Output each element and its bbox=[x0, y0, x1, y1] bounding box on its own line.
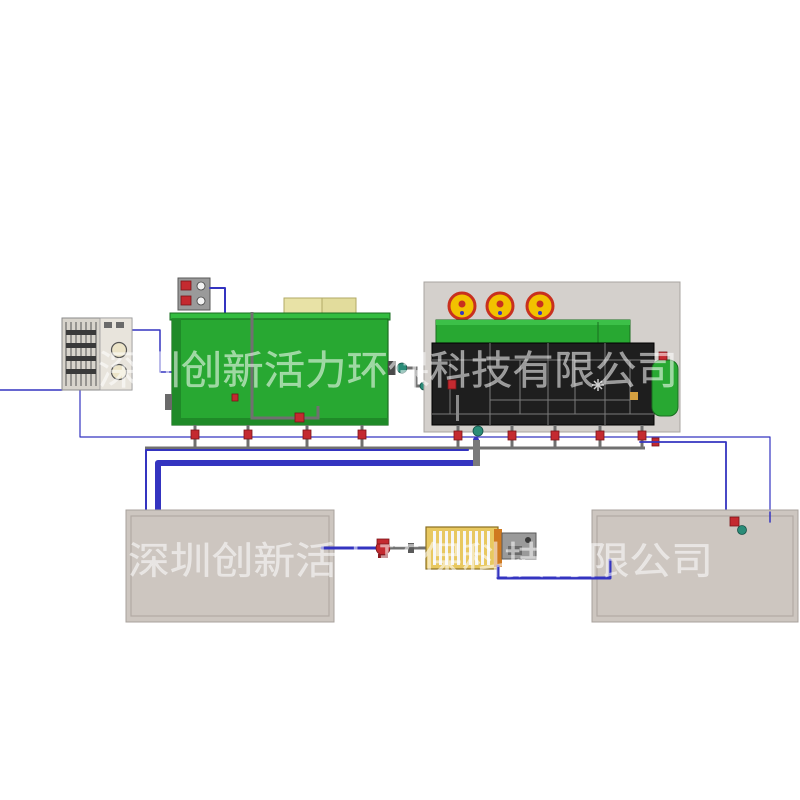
inlet-valve bbox=[729, 516, 740, 527]
mixer-blade bbox=[593, 380, 603, 390]
tank-left-band bbox=[172, 319, 181, 425]
top-box bbox=[321, 297, 357, 316]
gauge-icon bbox=[110, 363, 128, 381]
dosing-motor-icon bbox=[458, 300, 466, 308]
reactor-outlet-valve bbox=[550, 430, 560, 441]
internal-valve bbox=[231, 393, 239, 402]
internal-valve bbox=[294, 412, 305, 423]
reactor-outlet-valve bbox=[637, 430, 647, 441]
filter-plate bbox=[445, 531, 448, 565]
breaker-row bbox=[66, 356, 96, 361]
control-cabinet-icon bbox=[61, 317, 133, 391]
breaker-row bbox=[66, 330, 96, 335]
dosing-pump-icon bbox=[180, 280, 192, 291]
tank-body bbox=[171, 318, 389, 426]
basin-outer bbox=[125, 509, 335, 623]
dosing-outlet-icon bbox=[538, 311, 542, 315]
clean-water-line bbox=[639, 441, 727, 523]
reactor-outlet-valve bbox=[453, 430, 463, 441]
reactor-inner-pipe bbox=[456, 395, 459, 421]
filter-plate bbox=[463, 531, 466, 565]
internal-pipe bbox=[250, 312, 320, 420]
green-treatment-tank bbox=[165, 277, 432, 448]
filter-press-frame bbox=[425, 526, 499, 570]
filtrate-return-pipe bbox=[496, 558, 612, 580]
basin-outer bbox=[591, 509, 799, 623]
sludge-valve bbox=[190, 429, 200, 440]
transfer-pipe-riser bbox=[473, 440, 480, 466]
reactor-outlet-valve bbox=[507, 430, 517, 441]
pressure-vessel-valve bbox=[658, 351, 668, 361]
reactor-inner-valve bbox=[630, 392, 638, 400]
mixer-icon bbox=[592, 379, 604, 391]
filter-plate bbox=[457, 531, 460, 565]
long-feed-line bbox=[79, 389, 771, 521]
filter-plate bbox=[487, 531, 490, 565]
filter-plate bbox=[439, 531, 442, 565]
watermark-text-top: 深圳创新活力环保科技有限公司 bbox=[98, 348, 678, 394]
tank-side-port bbox=[165, 394, 172, 410]
filter-plate bbox=[475, 531, 478, 565]
pump-icon bbox=[375, 538, 391, 558]
top-box bbox=[283, 297, 323, 316]
black-reactor-body bbox=[431, 342, 655, 426]
hydraulic-gauge-icon bbox=[525, 537, 531, 543]
dosing-pump-icon bbox=[180, 295, 192, 306]
discharge-fitting bbox=[408, 543, 414, 553]
dosing-line bbox=[209, 287, 226, 315]
filter-plate bbox=[469, 531, 472, 565]
reactor-inlet-valve bbox=[447, 379, 457, 390]
watermark-text-bottom: 深圳创新活力环保科技有限公司 bbox=[128, 539, 713, 583]
dosing-motor-icon bbox=[536, 300, 544, 308]
reactor-main-valve bbox=[472, 425, 484, 437]
basin-inner-wall bbox=[130, 515, 330, 617]
reactor-outlet-valve bbox=[595, 430, 605, 441]
filter-plate bbox=[433, 531, 436, 565]
dosing-motor-icon bbox=[496, 300, 504, 308]
gauge-icon bbox=[196, 296, 206, 306]
pump-foot bbox=[378, 554, 388, 558]
sludge-valve bbox=[243, 429, 253, 440]
gauge-icon bbox=[196, 281, 206, 291]
sludge-valve bbox=[302, 429, 312, 440]
return-line-thin bbox=[145, 449, 469, 521]
gauge-icon bbox=[110, 341, 128, 359]
sludge-valve bbox=[357, 429, 367, 440]
dosing-outlet-icon bbox=[460, 311, 464, 315]
cabinet-to-tank-line bbox=[131, 329, 173, 373]
tank-bottom-band bbox=[172, 418, 388, 425]
cabinet-indicator bbox=[116, 322, 124, 328]
filter-press-icon bbox=[425, 526, 537, 570]
sludge-basin bbox=[125, 509, 335, 623]
breaker-row bbox=[66, 343, 96, 348]
tank-outlet-flange bbox=[388, 361, 396, 375]
basin-inner-wall bbox=[596, 515, 794, 617]
reactor-unit bbox=[423, 281, 681, 448]
breaker-row bbox=[66, 369, 96, 374]
filter-press-end-plate bbox=[494, 529, 502, 567]
filter-plate bbox=[481, 531, 484, 565]
filter-plate bbox=[451, 531, 454, 565]
hydraulic-motor bbox=[508, 546, 522, 555]
dosing-outlet-icon bbox=[498, 311, 502, 315]
pump-head bbox=[376, 538, 390, 545]
clean-water-basin bbox=[591, 509, 799, 623]
inlet-valve bbox=[737, 525, 747, 535]
cabinet-indicator bbox=[104, 322, 112, 328]
upper-tank-rim bbox=[436, 320, 630, 325]
